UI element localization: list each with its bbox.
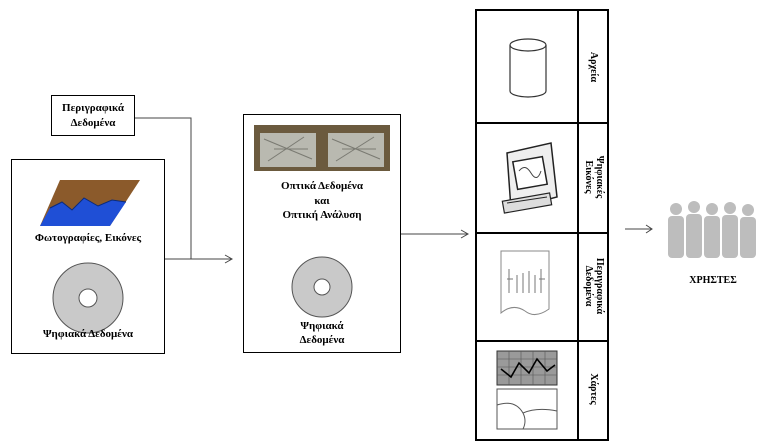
descriptive-data-line1: Περιγραφικά: [62, 102, 124, 114]
descriptive-data-line2: Δεδομένα: [70, 117, 116, 129]
storage-label-descriptive-line2: Δεδομένα: [583, 265, 594, 307]
descriptive-data-box: Περιγραφικά Δεδομένα: [51, 95, 135, 136]
storage-column: Αρχεία Ψηφιακές Εικόνες Περιγραφικά Δεδο…: [475, 9, 609, 441]
row-divider: [477, 122, 607, 124]
source-arrowhead: [224, 254, 234, 264]
row-divider: [477, 340, 607, 342]
optical-line2: και: [314, 195, 330, 207]
disc-icon: [52, 262, 124, 334]
storage-label-descriptive-line1: Περιγραφικά: [594, 257, 605, 315]
storage-label-maps-line1: Χάρτες: [588, 373, 599, 405]
map-icon: [496, 350, 558, 430]
storage-label-digital-images-line2: Εικόνες: [583, 160, 594, 194]
users-label: ΧΡΗΣΤΕΣ: [689, 275, 737, 286]
terrain-image: [40, 180, 140, 226]
storage-label-archives-line1: Αρχεία: [588, 51, 599, 83]
cylinder-icon: [509, 38, 547, 98]
descriptive-connector: [135, 117, 192, 259]
storage-label-digital-images: Ψηφιακές Εικόνες: [581, 137, 605, 217]
column-divider: [577, 11, 579, 439]
storage-label-archives: Αρχεία: [587, 37, 599, 97]
digital-line1: Ψηφιακά: [300, 320, 344, 332]
processing-box: Οπτικά Δεδομένα και Οπτική Ανάλυση Ψηφια…: [243, 114, 401, 353]
digital-data-label: Ψηφιακά Δεδομένα: [42, 328, 134, 340]
disc-icon: [291, 256, 353, 318]
digital-line2: Δεδομένα: [299, 334, 345, 346]
users-arrowhead: [645, 224, 653, 234]
storage-arrowhead: [460, 229, 470, 239]
optical-line1: Οπτικά Δεδομένα: [281, 180, 363, 192]
document-icon: [500, 250, 550, 315]
computer-icon: [501, 142, 558, 214]
source-data-box: Φωτογραφίες, Εικόνες Ψηφιακά Δεδομένα: [11, 159, 165, 354]
row-divider: [477, 232, 607, 234]
storage-label-descriptive-data: Περιγραφικά Δεδομένα: [581, 246, 605, 326]
storage-label-maps: Χάρτες: [587, 359, 599, 419]
map-tables-photo: [254, 125, 390, 171]
photos-label: Φωτογραφίες, Εικόνες: [34, 232, 142, 244]
optical-line3: Οπτική Ανάλυση: [282, 209, 362, 221]
users-icon: [668, 201, 756, 258]
storage-label-digital-images-line1: Ψηφιακές: [594, 155, 605, 199]
